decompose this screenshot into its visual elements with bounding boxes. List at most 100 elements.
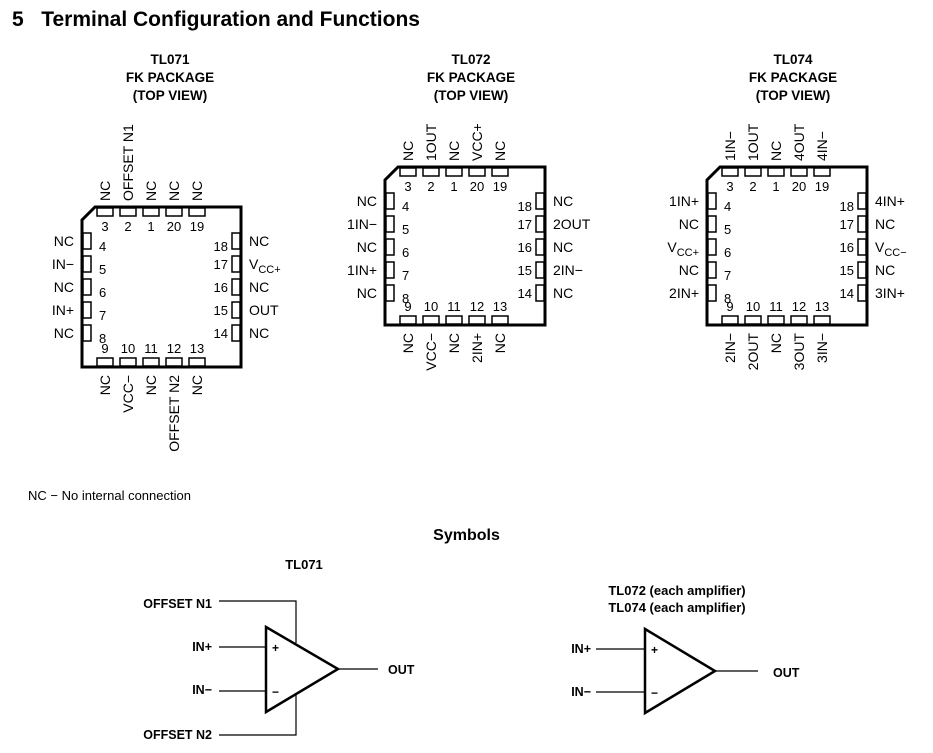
pin-number: 16 [214,280,228,295]
pin-label: OFFSET N2 [166,375,182,452]
pin-number: 9 [101,341,108,356]
offset-n1-wire [219,600,297,643]
pin-label: VCC+ [667,239,699,259]
pin-number: 3 [726,179,733,194]
pin-number: 15 [518,263,532,278]
pin-number: 18 [518,199,532,214]
pin-pad [721,167,739,177]
offset-n2-wire [219,693,297,736]
pin-number: 19 [815,179,829,194]
pin-number: 12 [167,341,181,356]
pin-number: 14 [214,326,228,341]
pin-pad [707,284,717,302]
pin-number: 8 [724,291,731,306]
pin-number: 13 [493,299,507,314]
package-view: (TOP VIEW) [755,88,831,103]
package-body-tl074 [705,165,869,327]
pin-label: VCC+ [249,256,281,276]
pin-pad [82,232,92,250]
package-type: FK PACKAGE [748,70,838,85]
pin-pad [744,315,762,325]
pin-number: 7 [402,268,409,283]
pin-number: 6 [724,245,731,260]
package-name: TL072 [451,52,491,67]
pin-label: OFFSET N1 [120,124,136,201]
pin-label: NC [143,181,159,201]
pin-number: 4 [724,199,731,214]
pin-pad [422,167,440,177]
pin-pad [707,215,717,233]
pin-number: 19 [493,179,507,194]
pin-pad [767,167,785,177]
pin-number: 20 [470,179,484,194]
pin-pad [188,207,206,217]
pin-label: NC [357,193,377,209]
pin-pad [535,238,545,256]
pin-pad [707,192,717,210]
pin-number: 10 [746,299,760,314]
package-title-tl071: TL071 FK PACKAGE (TOP VIEW) [70,51,270,105]
pin-label: NC [249,325,269,341]
pin-pad [744,167,762,177]
pin-number: 7 [99,308,106,323]
pin-label: NC [492,141,508,161]
section-heading: 5 Terminal Configuration and Functions [12,8,420,32]
pin-number: 2 [427,179,434,194]
pin-number: 1 [772,179,779,194]
tl074-symbol-title: TL074 (each amplifier) [608,600,745,615]
pin-label: NC [492,333,508,353]
offset-n1-label: OFFSET N1 [143,597,212,611]
pin-pad [231,232,241,250]
pin-pad [790,167,808,177]
pin-label: NC [553,193,573,209]
pin-pad [857,261,867,279]
pin-pad [96,207,114,217]
pin-pad [857,238,867,256]
package-type: FK PACKAGE [426,70,516,85]
pin-label: NC [357,239,377,255]
pin-pad [119,207,137,217]
pin-label: NC [143,375,159,395]
pin-label: 2IN+ [669,285,699,301]
pin-number: 8 [99,331,106,346]
pin-pad [385,192,395,210]
pin-number: 18 [840,199,854,214]
pin-label: 4IN+ [875,193,905,209]
pin-label: VCC− [120,375,136,413]
pin-pad [385,215,395,233]
pin-label: 2IN− [722,333,738,363]
pin-pad [119,357,137,367]
pin-pad [231,324,241,342]
pin-label: VCC+ [469,123,485,161]
pin-number: 17 [840,217,854,232]
plus-sign: + [272,641,279,655]
tl072-tl074-symbol: TL072 (each amplifier) TL074 (each ampli… [571,583,800,716]
pin-pad [82,278,92,296]
pin-number: 8 [402,291,409,306]
pin-number: 10 [121,341,135,356]
pin-pad [188,357,206,367]
pin-pad [82,324,92,342]
pin-pad [385,284,395,302]
minus-sign: − [272,685,279,699]
pin-pad [813,315,831,325]
pin-label: NC [54,279,74,295]
in-minus-label: IN− [571,685,591,699]
pin-pad [535,261,545,279]
pin-number: 14 [518,286,532,301]
plus-sign: + [651,643,658,657]
pin-pad [535,284,545,302]
pin-label: 1IN− [722,131,738,161]
pin-label: 3IN− [814,333,830,363]
pin-number: 17 [518,217,532,232]
offset-n2-label: OFFSET N2 [143,728,212,742]
pin-number: 18 [214,239,228,254]
pin-number: 4 [402,199,409,214]
pin-number: 16 [840,240,854,255]
package-body-tl071 [80,205,243,369]
pin-number: 11 [769,299,783,314]
pin-pad [399,167,417,177]
package-title-tl074: TL074 FK PACKAGE (TOP VIEW) [693,51,893,105]
pin-label: 3IN+ [875,285,905,301]
